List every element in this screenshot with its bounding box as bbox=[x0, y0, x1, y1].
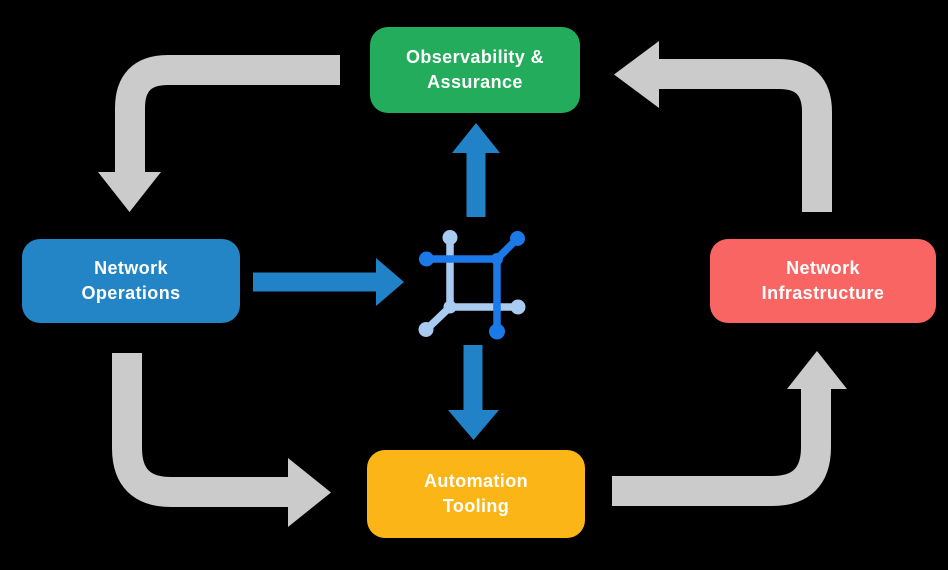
node-observability-assurance: Observability & Assurance bbox=[370, 27, 580, 113]
arrow-center-to-automation bbox=[448, 345, 499, 440]
node-network-infrastructure-label: Network Infrastructure bbox=[761, 257, 885, 303]
node-network-operations-label: Network Operations bbox=[81, 257, 181, 303]
node-network-operations: Network Operations bbox=[22, 239, 240, 323]
node-network-infrastructure: Network Infrastructure bbox=[710, 239, 936, 323]
node-observability-assurance-label: Observability & Assurance bbox=[405, 46, 545, 92]
node-automation-tooling: Automation Tooling bbox=[367, 450, 585, 538]
arrow-center-to-observability bbox=[452, 123, 500, 217]
arrow-observability-to-operations bbox=[98, 55, 340, 212]
arrow-operations-to-automation bbox=[112, 353, 331, 527]
arrow-operations-to-center bbox=[253, 258, 404, 306]
network-automation-icon bbox=[418, 230, 526, 340]
arrow-automation-to-infrastructure bbox=[612, 351, 847, 506]
arrow-infrastructure-to-observability bbox=[614, 41, 832, 212]
node-automation-tooling-label: Automation Tooling bbox=[424, 470, 528, 516]
